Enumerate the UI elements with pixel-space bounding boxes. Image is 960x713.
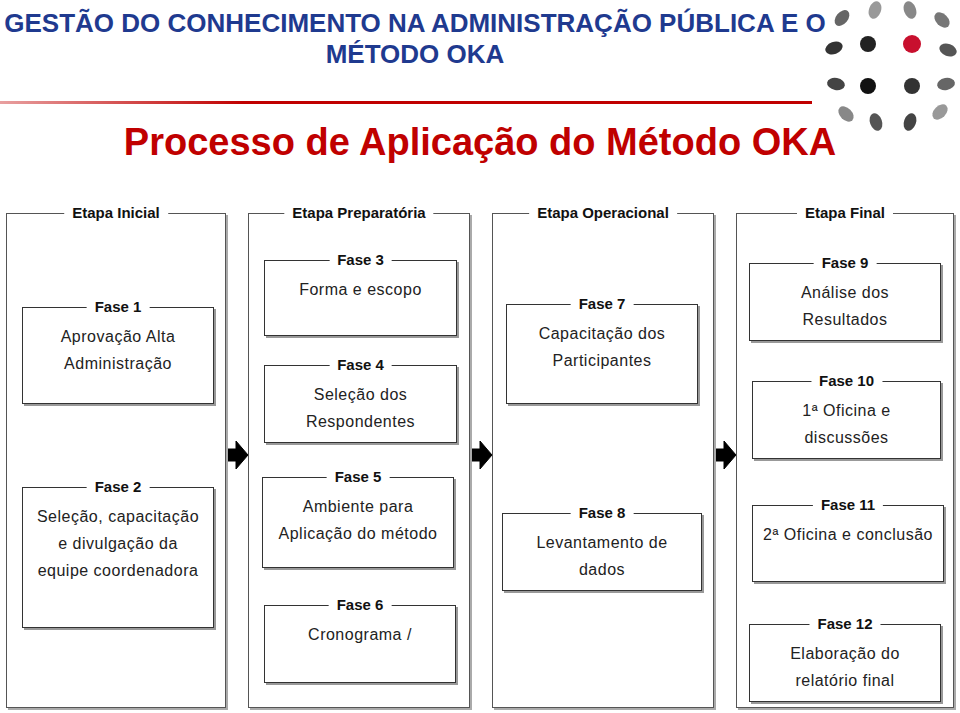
phase-box: Fase 112ª Oficina e conclusão: [752, 505, 944, 582]
block-arrow: [470, 441, 492, 469]
phase-text: Cronograma /: [273, 621, 447, 648]
phase-text: Capacitação dos Participantes: [515, 320, 689, 374]
header-title: GESTÃO DO CONHECIMENTO NA ADMINISTRAÇÃO …: [0, 8, 830, 70]
header-rule: [0, 101, 812, 104]
phase-text: 1ª Oficina e discussões: [761, 397, 932, 451]
logo-dots: [823, 0, 958, 133]
phase-heading: Fase 1: [87, 297, 150, 317]
phase-heading: Fase 8: [571, 503, 634, 523]
phase-box: Fase 3Forma e escopo: [264, 260, 457, 336]
phase-text: Ambiente para Aplicação do método: [271, 493, 445, 547]
phase-box: Fase 12Elaboração do relatório final: [749, 624, 941, 702]
phase-text: Seleção, capacitação e divulgação da equ…: [31, 503, 205, 584]
phase-text: Elaboração do relatório final: [758, 640, 932, 694]
phase-text: Forma e escopo: [273, 276, 448, 303]
phase-heading: Fase 2: [87, 477, 150, 497]
stage-heading: Etapa Operacional: [529, 203, 677, 223]
stage-heading: Etapa Inicial: [64, 203, 168, 223]
diagram-heading: Processo de Aplicação do Método OKA: [0, 118, 960, 166]
phase-heading: Fase 7: [571, 294, 634, 314]
phase-box: Fase 101ª Oficina e discussões: [752, 381, 941, 459]
phase-heading: Fase 3: [329, 250, 392, 270]
stage-column: Etapa InicialFase 1Aprovação Alta Admini…: [6, 213, 226, 708]
phase-heading: Fase 10: [811, 371, 882, 391]
phase-box: Fase 4Seleção dos Respondentes: [264, 365, 457, 443]
stage-column: Etapa OperacionalFase 7Capacitação dos P…: [492, 213, 714, 708]
phase-box: Fase 8Levantamento de dados: [502, 513, 702, 591]
block-arrow: [714, 441, 736, 469]
phase-box: Fase 6Cronograma /: [264, 605, 456, 683]
phase-heading: Fase 4: [329, 355, 392, 375]
phase-text: Levantamento de dados: [511, 529, 693, 583]
phase-box: Fase 2Seleção, capacitação e divulgação …: [22, 487, 214, 628]
phase-heading: Fase 12: [809, 614, 880, 634]
block-arrow: [226, 441, 248, 469]
stage-column: Etapa FinalFase 9Análise dos ResultadosF…: [736, 213, 954, 708]
phase-text: Aprovação Alta Administração: [31, 323, 205, 377]
stage-column: Etapa PreparatóriaFase 3Forma e escopoFa…: [248, 213, 470, 708]
stage-heading: Etapa Final: [797, 203, 893, 223]
phase-text: Seleção dos Respondentes: [273, 381, 448, 435]
phase-box: Fase 9Análise dos Resultados: [749, 263, 941, 341]
phase-heading: Fase 11: [813, 495, 883, 515]
stage-heading: Etapa Preparatória: [284, 203, 433, 223]
phase-box: Fase 1Aprovação Alta Administração: [22, 307, 214, 404]
phase-box: Fase 7Capacitação dos Participantes: [506, 304, 698, 404]
phase-box: Fase 5Ambiente para Aplicação do método: [262, 477, 454, 568]
phase-heading: Fase 9: [814, 253, 877, 273]
phase-text: Análise dos Resultados: [758, 279, 932, 333]
phase-heading: Fase 5: [327, 467, 390, 487]
phase-text: 2ª Oficina e conclusão: [761, 521, 935, 548]
phase-heading: Fase 6: [329, 595, 392, 615]
